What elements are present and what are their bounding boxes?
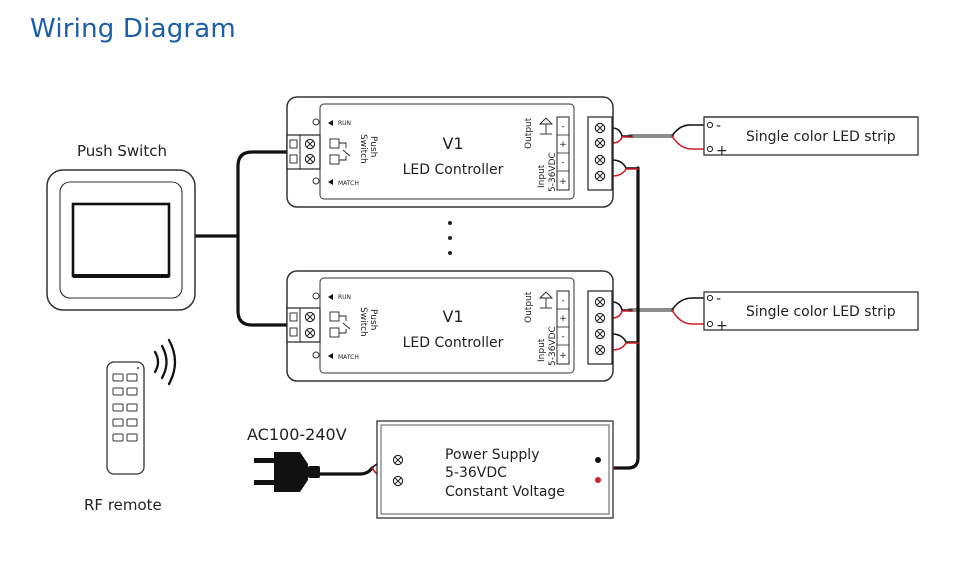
input-label-2: 5-36VDC <box>548 326 558 366</box>
ac-plug-icon <box>254 452 320 492</box>
screw-terminal-icon <box>392 454 404 466</box>
potentiometer-icon <box>538 291 554 309</box>
strip-1-neg-label: - <box>716 118 721 134</box>
input-label-2: 5-36VDC <box>548 152 558 192</box>
svg-text:+: + <box>559 177 567 187</box>
push-switch-silk-label-2: Switch <box>358 307 368 337</box>
output-label: Output <box>524 291 534 323</box>
ac-plug: AC100-240V <box>247 425 347 492</box>
push-switch-trunk <box>236 150 289 327</box>
input-label: Input <box>537 164 547 188</box>
screw-terminal-icon <box>594 296 606 308</box>
controller-model: V1 <box>442 134 463 153</box>
power-supply-outer <box>376 420 614 519</box>
controller-model: V1 <box>442 307 463 326</box>
controller-name: LED Controller <box>403 335 504 351</box>
screw-terminal-icon <box>392 475 404 487</box>
led-strip-1: - + Single color LED strip <box>703 116 919 159</box>
push-switch-silk-label-2: Switch <box>358 134 368 164</box>
dc-bus-cable <box>612 166 640 470</box>
screw-terminal-icon <box>304 327 316 339</box>
screw-terminal-icon <box>594 122 606 134</box>
strip-1-label: Single color LED strip <box>746 129 896 145</box>
screw-terminal-icon <box>594 344 606 356</box>
svg-text:-: - <box>561 122 564 132</box>
push-switch-label: Push Switch <box>77 142 167 160</box>
push-switch-button <box>71 202 171 278</box>
svg-text:+: + <box>559 351 567 361</box>
output-label: Output <box>524 117 534 149</box>
power-supply-line2: 5-36VDC <box>445 465 507 481</box>
run-label: RUN <box>338 294 351 301</box>
match-label: MATCH <box>338 180 359 187</box>
screw-terminal-icon <box>304 311 316 323</box>
svg-text:-: - <box>561 332 564 342</box>
rf-remote-label: RF remote <box>84 496 162 514</box>
led-controller-1: RUN MATCH Push Switch V1 LED Controller … <box>286 96 614 208</box>
controller-name: LED Controller <box>403 162 504 178</box>
push-switch-inner-frame <box>59 181 183 299</box>
screw-terminal-icon <box>594 137 606 149</box>
remote-buttons <box>112 373 138 442</box>
strip-2-neg-label: - <box>716 291 721 307</box>
screw-terminal-icon <box>304 153 316 165</box>
power-supply-line1: Power Supply <box>445 447 540 463</box>
push-switch: Push Switch <box>46 142 196 311</box>
led-strip-2: - + Single color LED strip <box>703 291 919 334</box>
rf-remote: RF remote <box>84 338 177 514</box>
more-controllers-ellipsis <box>448 221 452 255</box>
svg-text:-: - <box>561 296 564 306</box>
potentiometer-icon <box>538 117 554 135</box>
led-controller-2: RUN MATCH Push Switch V1 LED Controller … <box>286 270 614 382</box>
page-title: Wiring Diagram <box>30 14 236 44</box>
ac-cable <box>316 466 374 476</box>
push-switch-silk-label: Push <box>368 309 378 330</box>
push-switch-silk-label: Push <box>368 136 378 157</box>
radio-waves-icon <box>153 338 177 386</box>
screw-terminal-icon <box>594 154 606 166</box>
svg-text:+: + <box>559 314 567 324</box>
ac-input-label: AC100-240V <box>247 425 347 444</box>
screw-terminal-icon <box>594 170 606 182</box>
power-supply: Power Supply 5-36VDC Constant Voltage <box>376 420 614 519</box>
power-supply-line3: Constant Voltage <box>445 484 565 500</box>
power-supply-inner <box>380 424 610 515</box>
strip-1-pos-label: + <box>716 143 728 159</box>
svg-text:+: + <box>559 140 567 150</box>
screw-terminal-icon <box>594 328 606 340</box>
run-label: RUN <box>338 120 351 127</box>
screw-terminal-icon <box>304 138 316 150</box>
strip-2-pos-label: + <box>716 318 728 334</box>
screw-terminal-icon <box>594 312 606 324</box>
match-label: MATCH <box>338 354 359 361</box>
strip-2-label: Single color LED strip <box>746 304 896 320</box>
svg-text:-: - <box>561 158 564 168</box>
input-label: Input <box>537 338 547 362</box>
